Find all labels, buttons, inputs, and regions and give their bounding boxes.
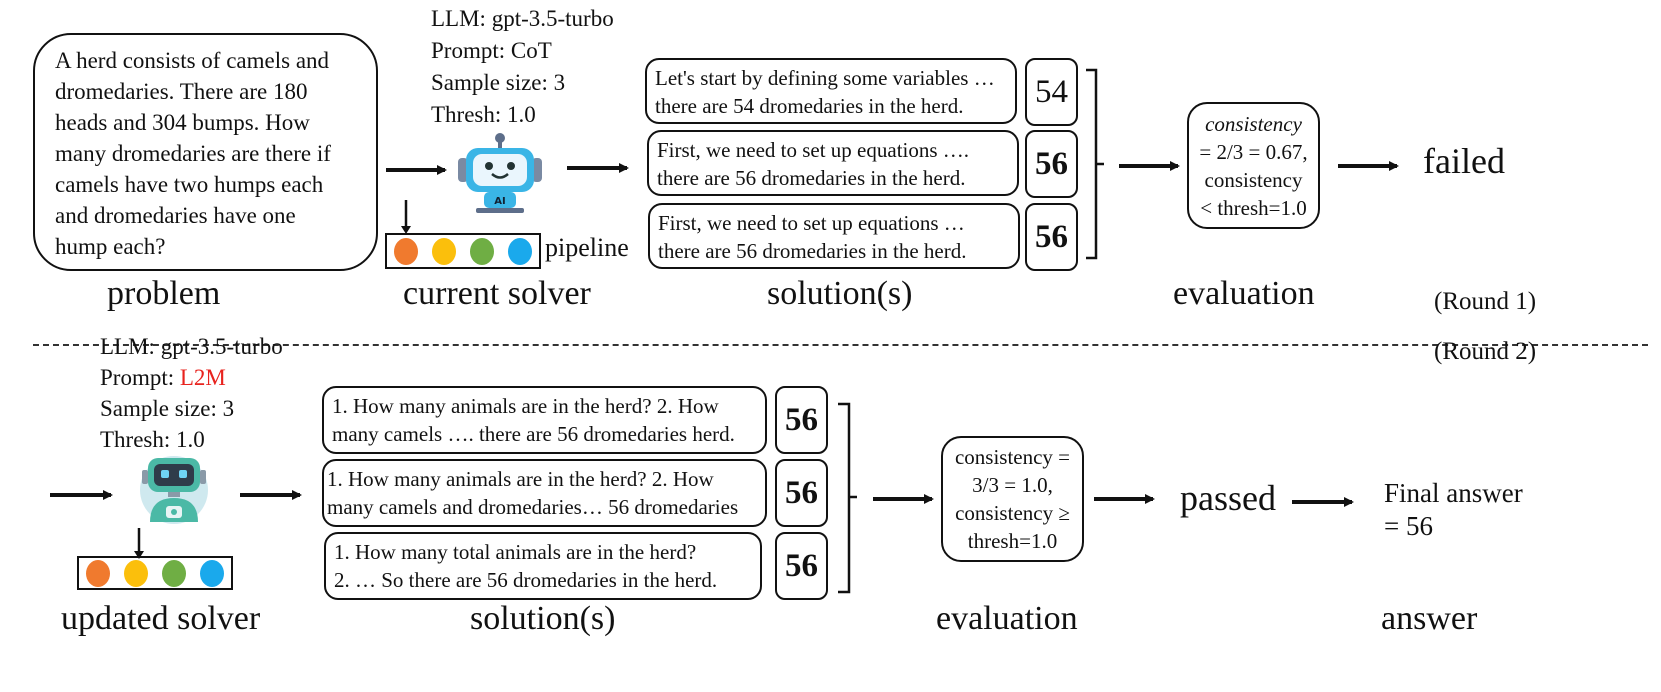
problem-line: heads and 304 bumps. How	[55, 110, 310, 135]
solutions-label: solution(s)	[470, 600, 616, 637]
updated-solver-label: updated solver	[61, 600, 261, 637]
solution-box: 1. How many animals are in the herd? 2. …	[322, 459, 767, 527]
round-divider	[33, 344, 1648, 346]
answer-box: 56	[775, 459, 828, 527]
answer-box: 56	[1025, 203, 1078, 271]
pipeline-label: pipeline	[545, 233, 629, 262]
evaluation-box: consistency = 2/3 = 0.67, consistency < …	[1187, 102, 1320, 229]
solution-box: 1. How many total animals are in the her…	[324, 532, 762, 600]
result-failed: failed	[1423, 141, 1505, 181]
round-tag: (Round 2)	[1434, 338, 1537, 365]
answer-box: 56	[1025, 130, 1078, 198]
llm-label: LLM: gpt-3.5-turbo	[431, 6, 614, 31]
evaluation-box: consistency = 3/3 = 1.0, consistency ≥ t…	[941, 436, 1084, 562]
answer-box: 56	[775, 386, 828, 454]
answer-label: answer	[1381, 600, 1478, 637]
evaluation-label: evaluation	[936, 600, 1078, 637]
llm-label: LLM: gpt-3.5-turbo	[100, 334, 283, 359]
problem-label: problem	[107, 275, 221, 312]
robot-icon	[140, 456, 208, 524]
result-passed: passed	[1180, 478, 1276, 518]
problem-line: and dromedaries have one	[55, 203, 296, 228]
bracket	[838, 402, 857, 594]
svg-text:AI: AI	[494, 196, 505, 207]
prompt-line: Prompt: CoT	[431, 38, 552, 63]
pipeline-step-dot	[394, 237, 418, 265]
problem-line: hump each?	[55, 234, 166, 259]
solution-box: Let's start by defining some variables ……	[645, 58, 1017, 124]
solver-config: LLM: gpt-3.5-turbo Prompt: CoT Sample si…	[431, 3, 614, 131]
problem-line: camels have two humps each	[55, 172, 324, 197]
problem-line: A herd consists of camels and	[55, 48, 330, 73]
pipeline	[77, 556, 233, 590]
robot-ai-icon: AI	[458, 133, 542, 213]
solver-config: LLM: gpt-3.5-turbo Prompt: L2M Sample si…	[100, 331, 283, 455]
pipeline	[385, 233, 541, 269]
prompt-value: L2M	[179, 365, 226, 390]
pipeline-step-dot	[508, 237, 532, 265]
bracket	[1086, 68, 1104, 260]
answer-box: 56	[775, 532, 828, 600]
answer-box: 54	[1025, 58, 1078, 126]
final-answer: Final answer = 56	[1384, 478, 1523, 541]
problem-line: dromedaries. There are 180	[55, 79, 308, 104]
thresh-label: Thresh: 1.0	[100, 427, 205, 452]
problem-line: many dromedaries are there if	[55, 141, 331, 166]
pipeline-step-dot	[432, 237, 456, 265]
sample-size-label: Sample size: 3	[431, 70, 566, 95]
solutions-label: solution(s)	[767, 275, 913, 312]
evaluation-label: evaluation	[1173, 275, 1315, 312]
pipeline-step-dot	[124, 559, 148, 587]
solution-box: First, we need to set up equations …ther…	[648, 203, 1020, 269]
solution-box: First, we need to set up equations ….the…	[647, 130, 1019, 196]
solution-box: 1. How many animals are in the herd? 2. …	[322, 386, 767, 454]
pipeline-step-dot	[470, 237, 494, 265]
thresh-label: Thresh: 1.0	[431, 102, 536, 127]
pipeline-step-dot	[162, 559, 186, 587]
prompt-line: Prompt: L2M	[100, 365, 226, 390]
prompt-value: CoT	[510, 38, 552, 63]
round-tag: (Round 1)	[1434, 288, 1537, 315]
current-solver-label: current solver	[403, 275, 591, 312]
pipeline-step-dot	[200, 559, 224, 587]
problem-box: A herd consists of camels and dromedarie…	[33, 33, 378, 271]
sample-size-label: Sample size: 3	[100, 396, 235, 421]
pipeline-step-dot	[86, 559, 110, 587]
